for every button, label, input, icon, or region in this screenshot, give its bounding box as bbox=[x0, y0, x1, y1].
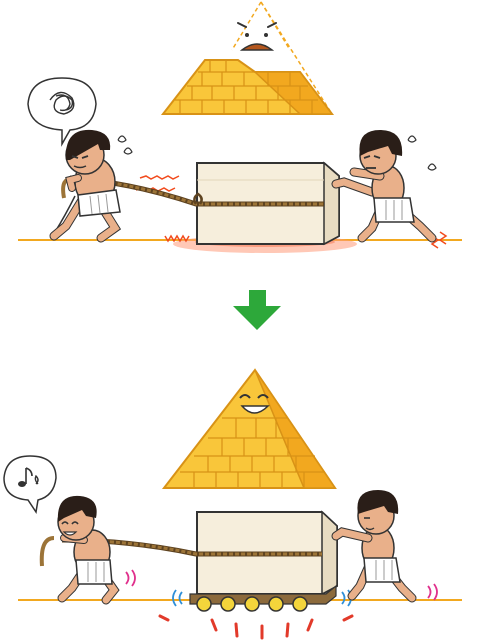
scene-after-rolling bbox=[3, 368, 462, 640]
thought-bubble-top bbox=[27, 77, 97, 147]
worker-left-happy bbox=[57, 495, 120, 605]
motion-marks bbox=[158, 614, 354, 640]
scribble-icon bbox=[49, 91, 75, 115]
worker-right-pushing bbox=[331, 130, 437, 243]
worker-right-relaxed bbox=[331, 490, 417, 603]
log-rollers bbox=[196, 596, 308, 612]
stone-block-bottom bbox=[189, 510, 338, 605]
worker-left-struggling bbox=[49, 129, 133, 243]
pyramid-worried bbox=[160, 1, 335, 115]
music-note-icon bbox=[18, 467, 39, 487]
down-arrow-icon bbox=[233, 290, 281, 330]
scene-before-dragging bbox=[18, 1, 462, 253]
speech-bubble-bottom bbox=[3, 455, 57, 514]
pyramid-happy bbox=[161, 368, 337, 489]
